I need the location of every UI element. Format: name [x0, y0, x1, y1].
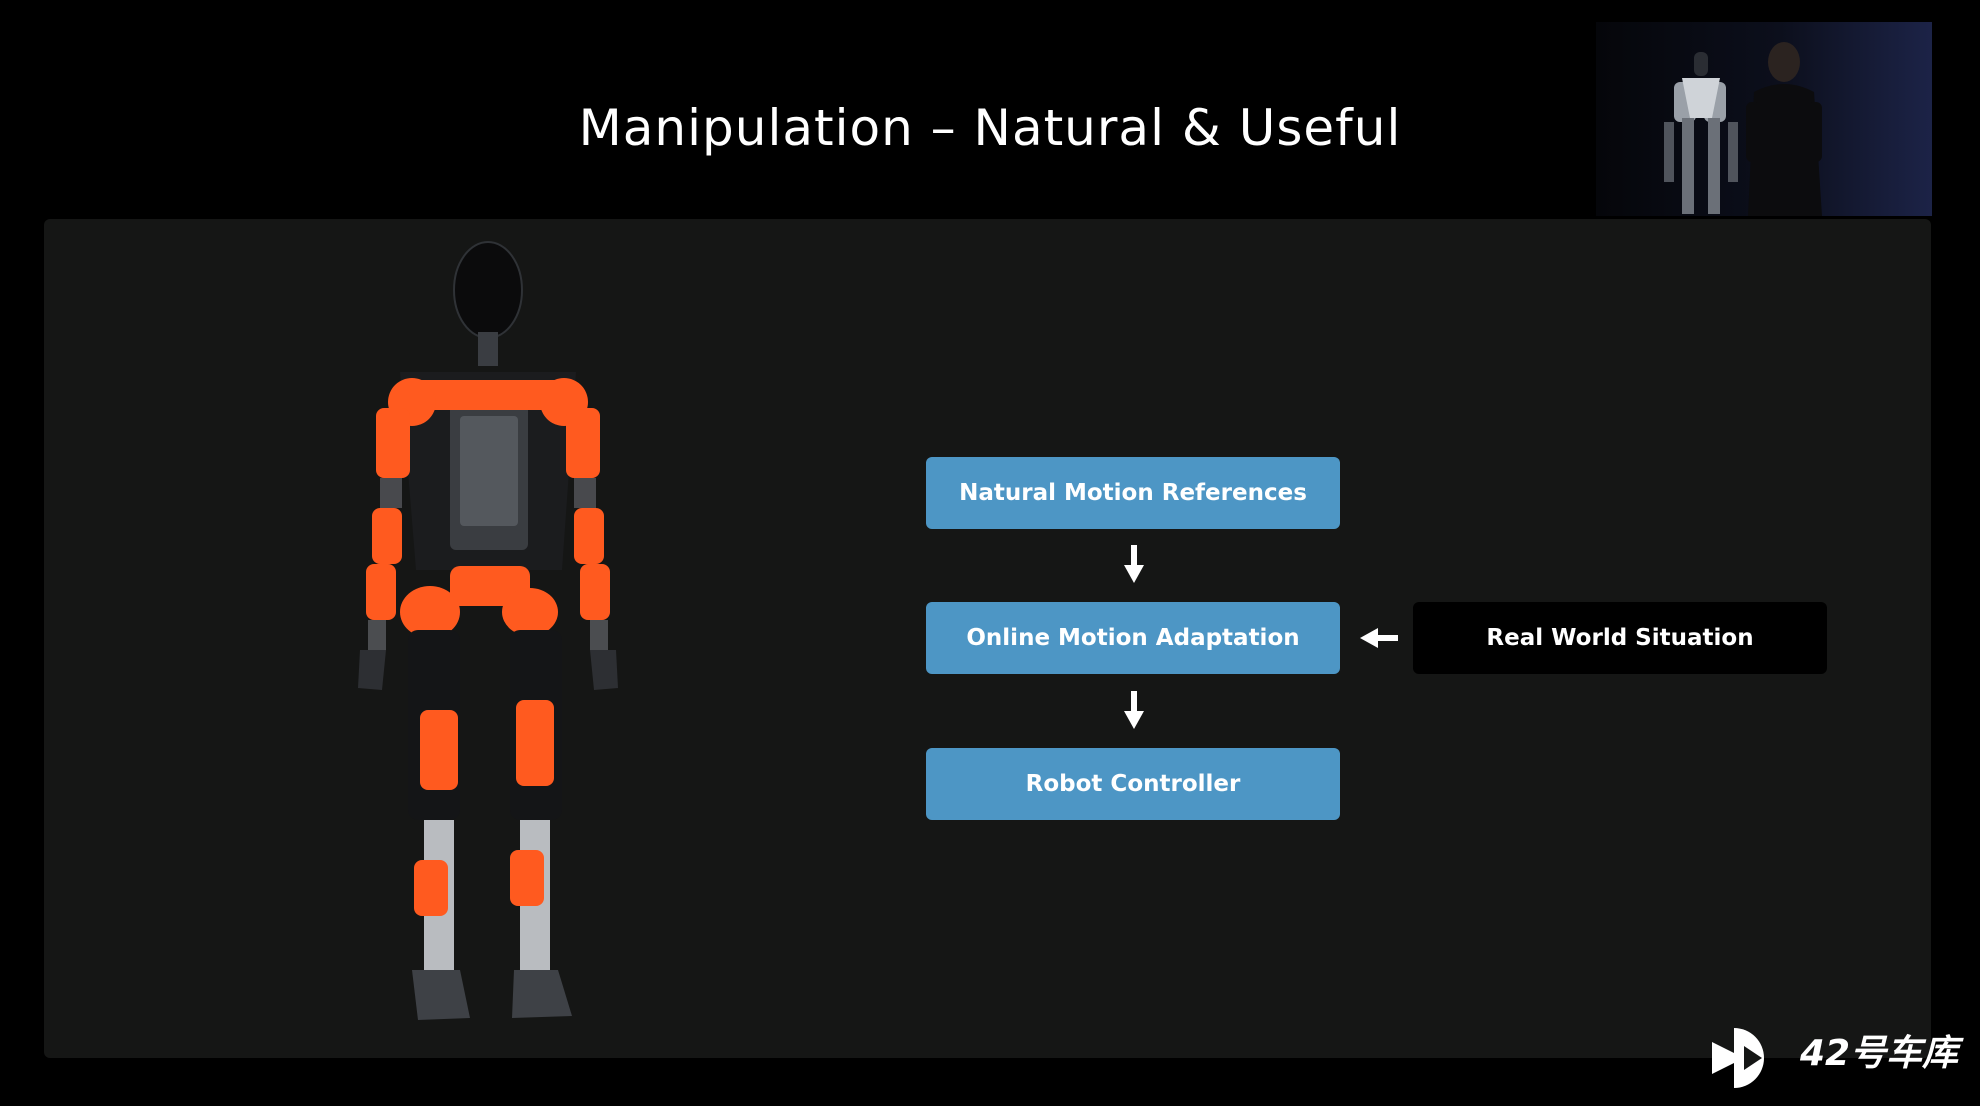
node-robot-controller: Robot Controller: [926, 748, 1340, 820]
humanoid-robot-illustration: [358, 241, 618, 1020]
watermark-text: 42号车库: [1800, 1033, 1959, 1074]
arrow-icon-left: [1360, 628, 1398, 648]
play-logo-icon: [1712, 1028, 1764, 1088]
speaker-video-figure: [1664, 42, 1822, 216]
node-online-motion-adaptation: Online Motion Adaptation: [926, 602, 1340, 674]
speaker-video-inset: [1596, 22, 1932, 216]
arrow-icon-down-1: [1124, 545, 1144, 583]
channel-watermark: 42号车库: [1704, 1018, 1974, 1098]
node-real-world-situation: Real World Situation: [1413, 602, 1827, 674]
node-natural-motion-references: Natural Motion References: [926, 457, 1340, 529]
arrow-icon-down-2: [1124, 691, 1144, 729]
slide-title: Manipulation – Natural & Useful: [578, 99, 1402, 157]
